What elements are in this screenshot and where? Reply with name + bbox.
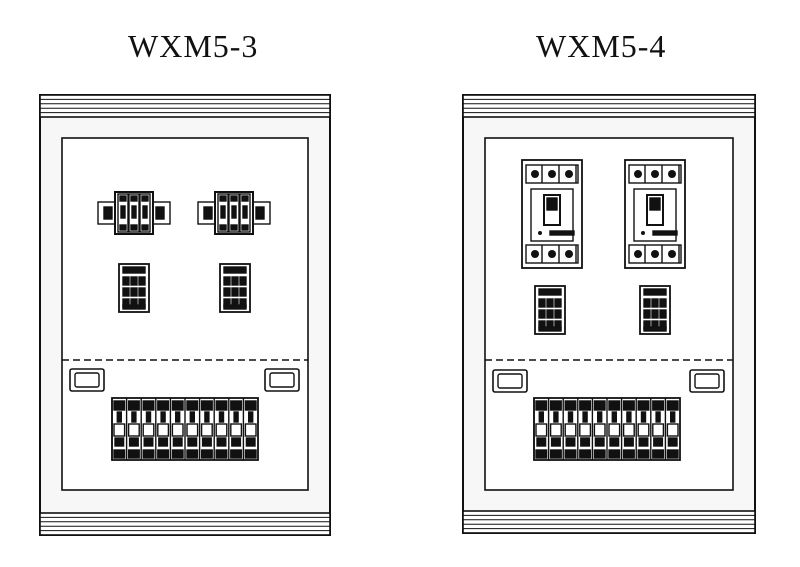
cabinet-frame [462, 94, 756, 534]
modular-breaker [111, 398, 126, 460]
circuit-breaker [197, 191, 271, 235]
modular-breaker [562, 398, 577, 460]
contactor [219, 263, 251, 313]
contactor [118, 263, 150, 313]
panel-title-wxm5-4: WXM5-4 [536, 28, 667, 64]
modular-breaker [125, 398, 140, 460]
modular-breaker [635, 398, 650, 460]
modular-breaker [620, 398, 635, 460]
modular-breaker-row [533, 397, 681, 461]
modular-breaker [184, 398, 199, 460]
modular-breaker [213, 398, 228, 460]
circuit-breaker [97, 191, 171, 235]
contactor [534, 285, 566, 335]
modular-breaker [606, 398, 621, 460]
cabinet-frame [39, 94, 331, 536]
modular-breaker [533, 398, 548, 460]
modular-breaker [547, 398, 562, 460]
panel-wxm5-3 [39, 94, 331, 536]
door-handle [69, 368, 105, 392]
door-handle [264, 368, 300, 392]
modular-breaker [155, 398, 170, 460]
modular-breaker [577, 398, 592, 460]
moulded-case-breaker [521, 159, 583, 269]
modular-breaker [591, 398, 606, 460]
modular-breaker [664, 398, 679, 460]
panel-title-wxm5-3: WXM5-3 [128, 28, 259, 64]
door-handle [492, 369, 528, 393]
modular-breaker [242, 398, 257, 460]
modular-breaker [169, 398, 184, 460]
modular-breaker [228, 398, 243, 460]
modular-breaker [198, 398, 213, 460]
contactor [639, 285, 671, 335]
modular-breaker [650, 398, 665, 460]
panel-wxm5-4 [462, 94, 756, 534]
modular-breaker-row [111, 397, 259, 461]
door-handle [689, 369, 725, 393]
modular-breaker [140, 398, 155, 460]
moulded-case-breaker [624, 159, 686, 269]
